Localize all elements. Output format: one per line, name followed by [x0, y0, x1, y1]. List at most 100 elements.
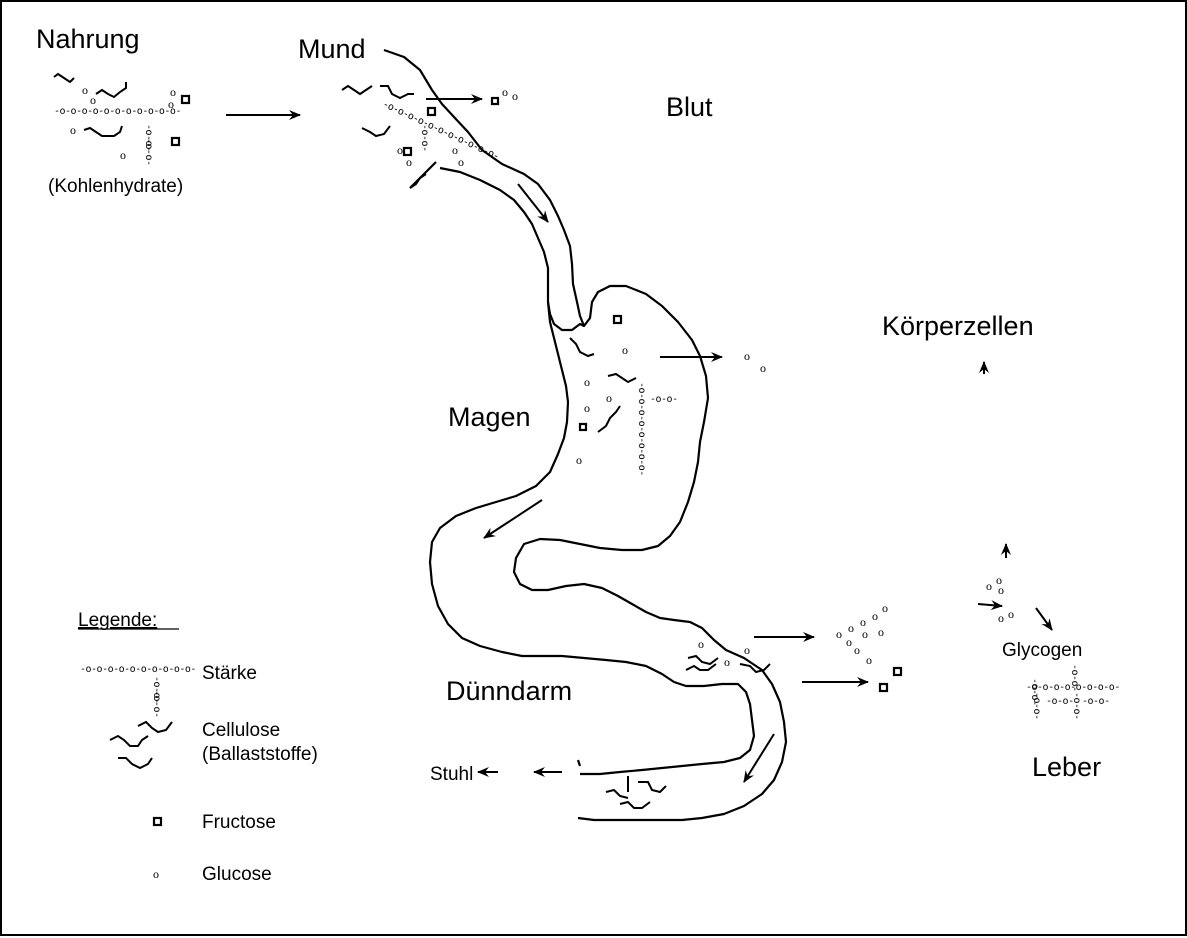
- legend-cellulose-symbol: [138, 722, 172, 732]
- fructose-symbol: [172, 138, 179, 145]
- glucose-symbol: o: [458, 155, 464, 169]
- glucose-symbol: o: [854, 643, 860, 657]
- cellulose-symbol: [54, 74, 74, 82]
- glucose-symbol: o: [882, 601, 888, 615]
- cellulose-symbol: [362, 126, 390, 136]
- fructose-symbol: [880, 684, 887, 691]
- legend-fructose-symbol: [154, 818, 161, 825]
- glycogen-branch: -o-o-: [1046, 696, 1074, 707]
- cellulose-symbol: [410, 174, 426, 188]
- cellulose-symbol: [342, 86, 372, 94]
- food-molecules: o o o o o o -o-o-o-o-o-o-o-o-o-o-o- -o-o…: [54, 74, 189, 166]
- label-leber: Leber: [1032, 752, 1101, 782]
- cellulose-symbol: [570, 338, 594, 356]
- fructose-symbol: [492, 98, 498, 104]
- glucose-symbol: o: [862, 627, 868, 641]
- fructose-symbol: [580, 424, 586, 430]
- glucose-symbol: o: [986, 579, 992, 593]
- legend-label-glucose: Glucose: [202, 864, 272, 885]
- label-stuhl: Stuhl: [430, 764, 473, 785]
- glucose-symbol: o: [606, 391, 612, 405]
- glucose-symbol: o: [872, 609, 878, 623]
- legend-glucose-symbol: o: [153, 867, 159, 881]
- label-duenndarm: Dünndarm: [446, 676, 572, 706]
- label-mund: Mund: [298, 34, 366, 64]
- starch-branch: -o-o-: [143, 138, 154, 166]
- glucose-symbol: o: [120, 148, 126, 162]
- blood-glucose-cluster: o o o o o o o o o o: [836, 601, 901, 691]
- glycogen-branch: -o-o-: [1031, 692, 1042, 720]
- legend-starch-symbol: -o-o-o-o-o-o-o-o-o-o-: [80, 664, 196, 675]
- fructose-symbol: [182, 96, 189, 103]
- label-blut: Blut: [666, 92, 713, 122]
- legend-label-cellulose: Cellulose: [202, 720, 280, 741]
- legend-cellulose-symbol: [118, 758, 152, 768]
- cellulose-symbol: [598, 406, 620, 432]
- legend-label-staerke: Stärke: [202, 663, 257, 684]
- starch-symbol: -o-o-o-o-o-o-o-o-o-o-o-: [54, 106, 181, 117]
- glucose-symbol: o: [406, 155, 412, 169]
- legend-label-fructose: Fructose: [202, 812, 276, 833]
- fructose-symbol: [404, 148, 411, 155]
- glucose-symbol: o: [998, 583, 1004, 597]
- glucose-symbol: o: [724, 655, 730, 669]
- glucose-symbol: o: [512, 89, 518, 103]
- glucose-symbol: o: [744, 349, 750, 363]
- starch-symbol: -o-o-o-o-o-o-o-o-: [636, 382, 647, 476]
- glycogen-branch: -o-o-: [1082, 696, 1110, 707]
- digestive-tract: [384, 50, 786, 820]
- glucose-symbol: o: [998, 611, 1004, 625]
- blood-molecules-stomach: o o: [744, 349, 766, 375]
- label-kohlenhydrate: (Kohlenhydrate): [48, 176, 183, 197]
- glucose-symbol: o: [846, 635, 852, 649]
- cellulose-symbol: [96, 82, 126, 97]
- glucose-symbol: o: [584, 375, 590, 389]
- glucose-symbol: o: [397, 143, 403, 157]
- blood-molecules-top: o o: [492, 85, 518, 104]
- glucose-symbol: o: [90, 93, 96, 107]
- legend-sublabel-cellulose: (Ballaststoffe): [202, 744, 318, 765]
- cellulose-symbol: [686, 664, 716, 670]
- fructose-symbol: [428, 108, 435, 115]
- legend-cellulose-symbol: [110, 736, 148, 746]
- glucose-symbol: o: [836, 627, 842, 641]
- label-nahrung: Nahrung: [36, 24, 140, 54]
- legend-starch-branch: -o-o-: [151, 690, 162, 718]
- stomach-molecules: o o o o o -o-o-o-o-o-o-o-o- -o-o-: [570, 316, 678, 476]
- arrow-stomach-to-intestine: [484, 500, 542, 538]
- legend-title: Legende:: [78, 610, 157, 631]
- cellulose-symbol: [606, 790, 628, 798]
- cellulose-symbol: [608, 374, 636, 382]
- cellulose-symbol: [620, 802, 650, 808]
- legend: Legende: -o-o-o-o-o-o-o-o-o-o- -o-o- -o-…: [78, 610, 318, 885]
- fructose-symbol: [614, 316, 621, 323]
- label-magen: Magen: [448, 402, 531, 432]
- arrow-to-glycogen: [1036, 608, 1052, 630]
- glucose-symbol: o: [576, 453, 582, 467]
- label-koerperzellen: Körperzellen: [882, 311, 1034, 341]
- starch-branch: -o-o-: [419, 124, 430, 152]
- anus-end-mark: [578, 760, 580, 766]
- label-glycogen: Glycogen: [1002, 640, 1082, 661]
- glucose-symbol: o: [82, 83, 88, 97]
- glucose-symbol: o: [70, 123, 76, 137]
- glucose-symbol: o: [584, 401, 590, 415]
- fructose-symbol: [894, 668, 901, 675]
- cellulose-symbol: [688, 656, 718, 664]
- glycogen-branch: -o-o-: [1069, 664, 1080, 692]
- glucose-symbol: o: [502, 85, 508, 99]
- arrow-intestine-down: [744, 734, 774, 782]
- cellulose-symbol: [380, 86, 414, 98]
- glucose-symbol: o: [1008, 607, 1014, 621]
- glucose-symbol: o: [698, 637, 704, 651]
- glucose-symbol: o: [878, 625, 884, 639]
- glucose-symbol: o: [744, 643, 750, 657]
- mouth-molecules: -o-o-o-o-o-o-o-o-o-o-o- -o-o- o o o o: [342, 86, 500, 188]
- starch-branch: -o-o-: [650, 394, 678, 405]
- glucose-symbol: o: [848, 621, 854, 635]
- cellulose-symbol: [638, 782, 666, 792]
- esophagus-outer-wall: [384, 50, 786, 820]
- arrow-into-liver: [978, 604, 1002, 606]
